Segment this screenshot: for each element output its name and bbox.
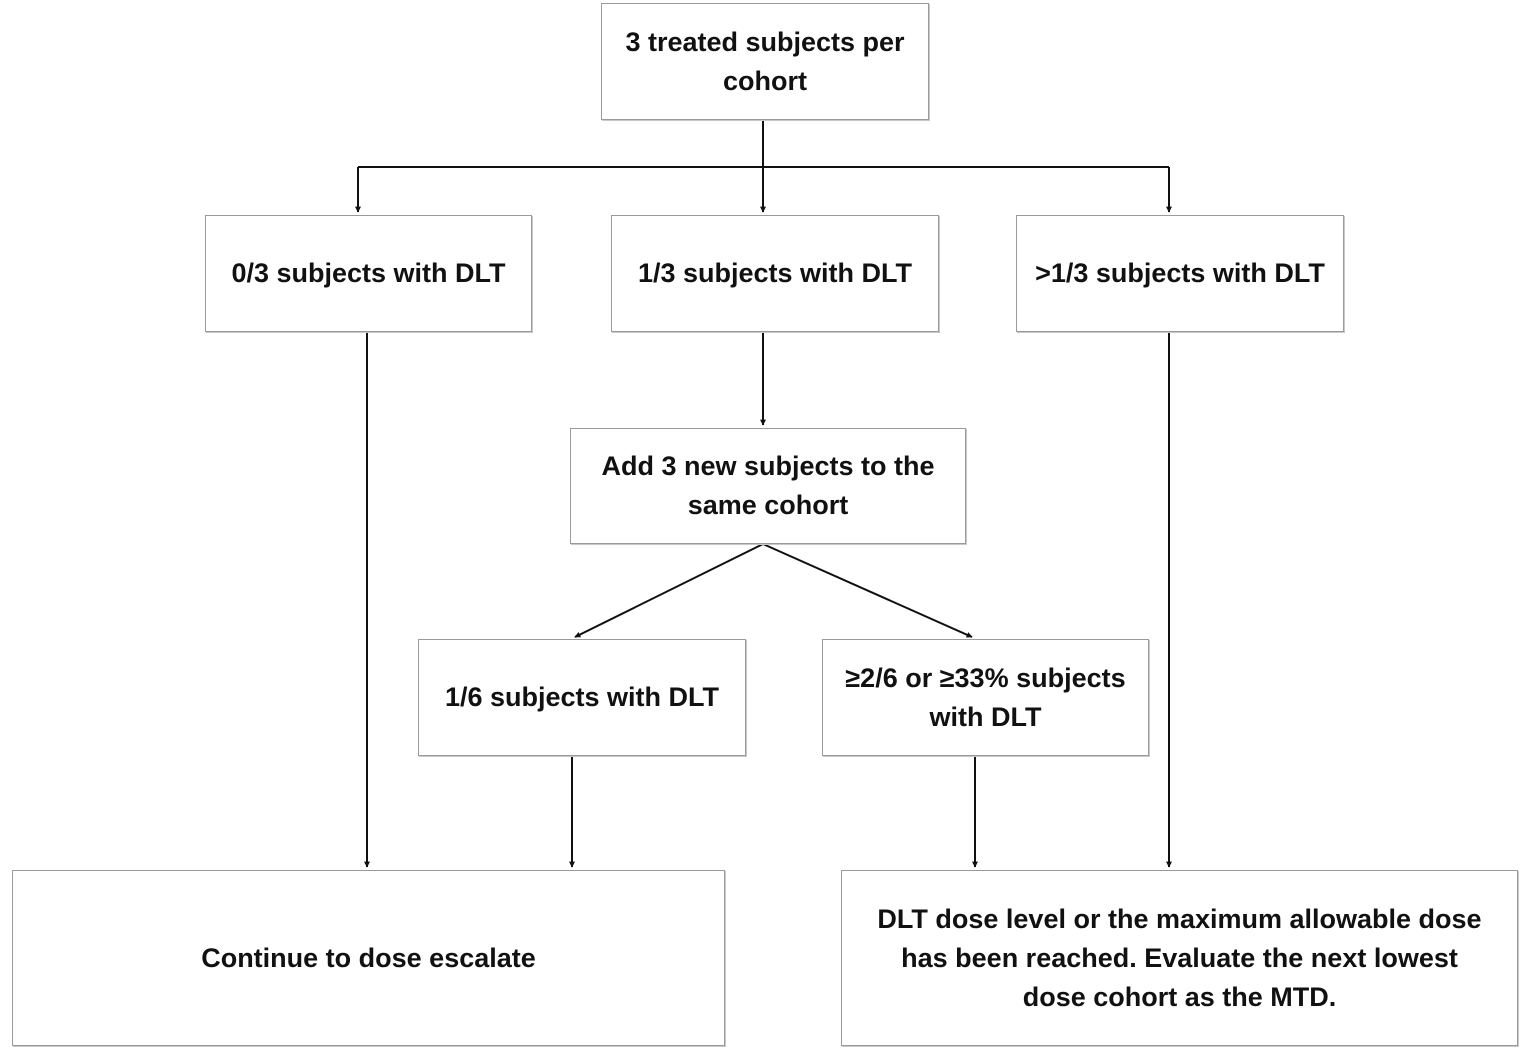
node-continue-escalate-label: Continue to dose escalate [201, 942, 536, 973]
node-0-of-3-dlt-label: 0/3 subjects with DLT [231, 258, 506, 288]
node-gt-1-of-3-dlt: >1/3 subjects with DLT [1016, 215, 1344, 332]
node-add-subjects-label: Add 3 new subjects to the same cohort [601, 451, 935, 520]
node-start-cohort: 3 treated subjects per cohort [601, 3, 929, 120]
node-continue-escalate: Continue to dose escalate [12, 870, 725, 1046]
edge-add-to-1of6 [574, 543, 764, 638]
node-1-of-3-dlt-label: 1/3 subjects with DLT [637, 258, 913, 288]
node-1-of-3-dlt: 1/3 subjects with DLT [611, 215, 939, 332]
node-start-cohort-label: 3 treated subjects per cohort [625, 26, 905, 96]
edge-add-to-ge2of6 [762, 543, 973, 638]
node-mtd-reached-label: DLT dose level or the maximum allowable … [877, 903, 1482, 1012]
node-1-of-6-dlt: 1/6 subjects with DLT [418, 639, 746, 756]
node-gt-1-of-3-dlt-label: >1/3 subjects with DLT [1035, 258, 1325, 288]
node-add-subjects: Add 3 new subjects to the same cohort [570, 428, 966, 544]
node-0-of-3-dlt: 0/3 subjects with DLT [205, 215, 532, 332]
node-mtd-reached: DLT dose level or the maximum allowable … [841, 870, 1518, 1046]
node-ge-2-of-6-dlt: ≥2/6 or ≥33% subjects with DLT [822, 639, 1149, 756]
node-1-of-6-dlt-label: 1/6 subjects with DLT [444, 682, 720, 712]
node-ge-2-of-6-dlt-label: ≥2/6 or ≥33% subjects with DLT [845, 662, 1126, 732]
